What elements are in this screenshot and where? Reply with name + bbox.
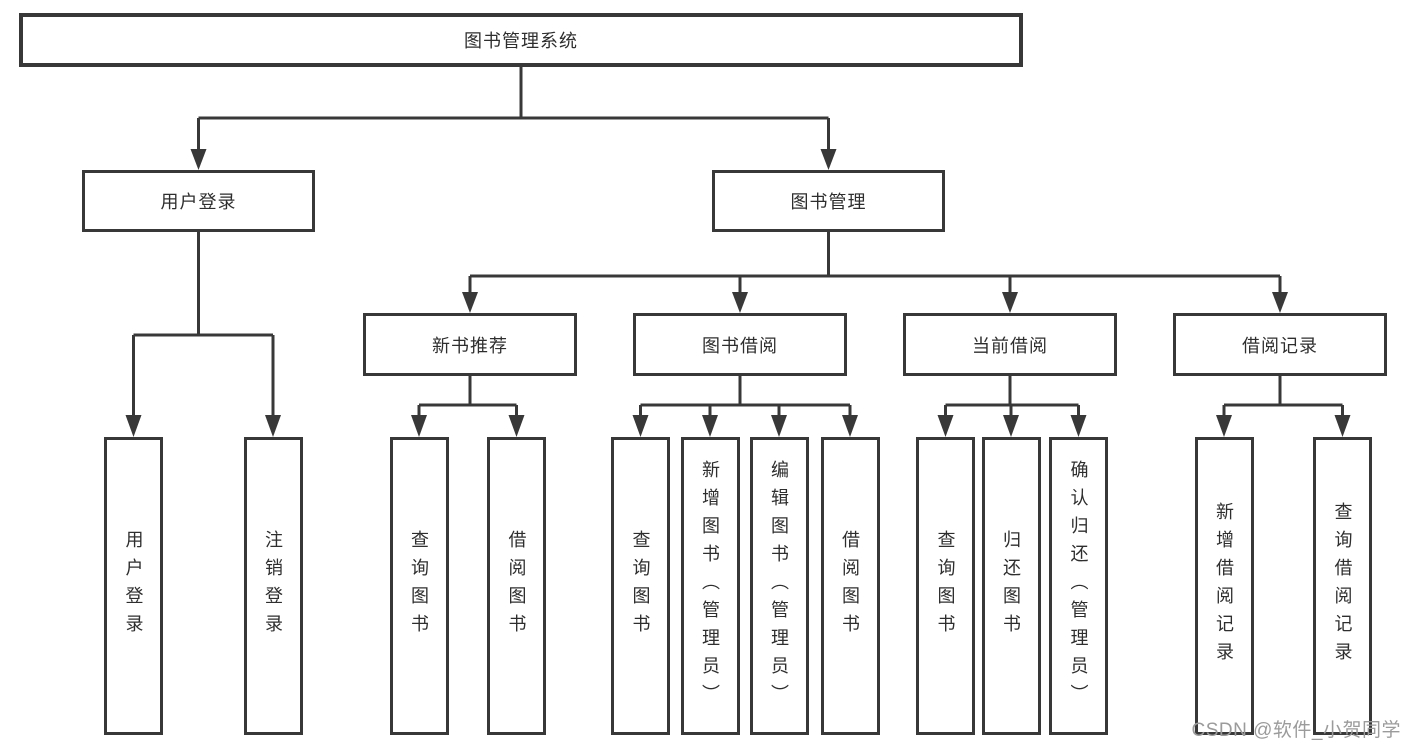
leaf-query-borrow-record: 查询借阅记录 bbox=[1313, 437, 1372, 735]
node-book-management: 图书管理 bbox=[712, 170, 945, 232]
leaf-return-books: 归还图书 bbox=[981, 437, 1041, 735]
leaf-add-books-admin: 新增图书（管理员） bbox=[680, 437, 740, 735]
node-book-borrowing: 图书借阅 bbox=[633, 313, 847, 376]
node-user-login: 用户登录 bbox=[82, 170, 315, 232]
node-borrow-records: 借阅记录 bbox=[1173, 313, 1387, 376]
leaf-logout: 注销登录 bbox=[243, 437, 303, 735]
node-library-management-system: 图书管理系统 bbox=[19, 13, 1023, 67]
leaf-borrow-books-borrowing: 借阅图书 bbox=[820, 437, 880, 735]
leaf-query-books-borrowing: 查询图书 bbox=[611, 437, 670, 735]
node-current-borrowing: 当前借阅 bbox=[903, 313, 1117, 376]
leaf-confirm-return-admin: 确认归还（管理员） bbox=[1049, 437, 1108, 735]
leaf-edit-books-admin: 编辑图书（管理员） bbox=[749, 437, 809, 735]
leaf-query-books-recommend: 查询图书 bbox=[389, 437, 449, 735]
leaf-borrow-books-recommend: 借阅图书 bbox=[487, 437, 546, 735]
node-new-book-recommend: 新书推荐 bbox=[363, 313, 577, 376]
leaf-query-books-current: 查询图书 bbox=[916, 437, 975, 735]
csdn-watermark: CSDN @软件_小贺同学 bbox=[1191, 720, 1401, 741]
leaf-user-login: 用户登录 bbox=[104, 437, 163, 735]
leaf-add-borrow-record: 新增借阅记录 bbox=[1194, 437, 1254, 735]
